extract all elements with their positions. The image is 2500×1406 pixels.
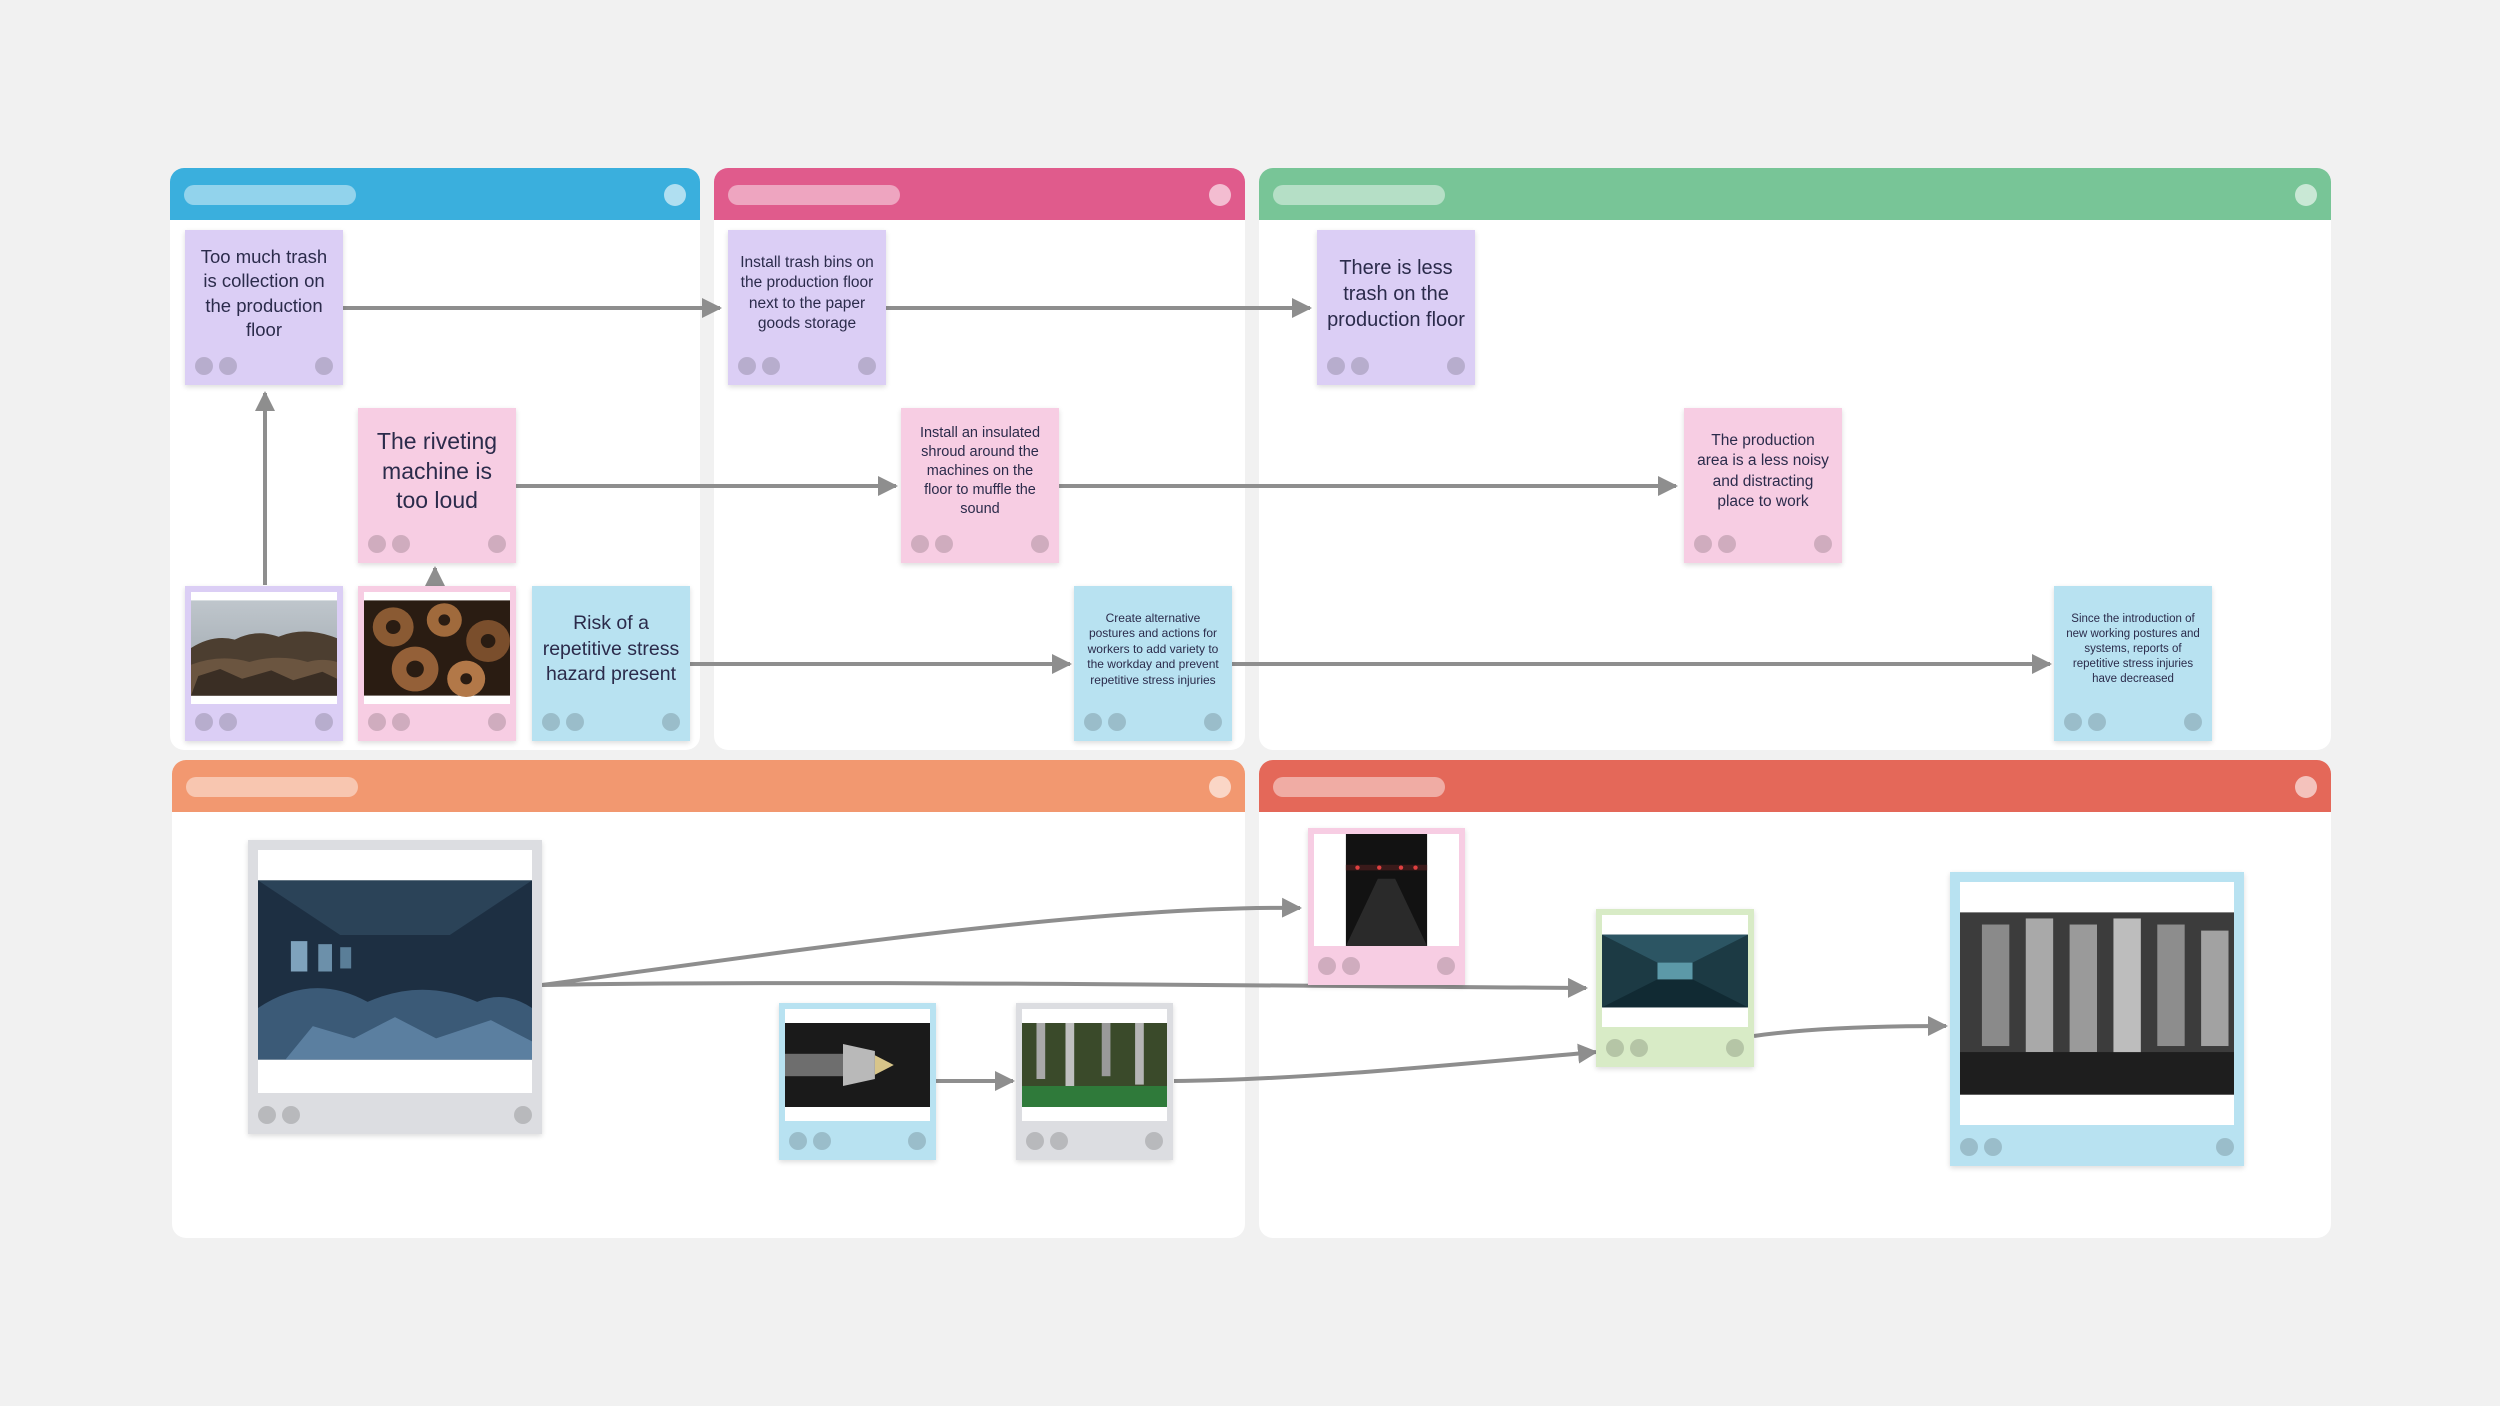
frame-title-placeholder: [186, 777, 358, 797]
note-reactions: [1084, 713, 1222, 731]
note-reactions: [368, 535, 506, 553]
note-text: Install an insulated shroud around the m…: [919, 425, 1041, 517]
ruined-room-photo: [258, 850, 532, 1093]
frame-title-placeholder: [184, 185, 356, 205]
note-text: Install trash bins on the production flo…: [740, 254, 874, 332]
card-reactions: [1318, 957, 1455, 975]
gears-photo: [364, 592, 510, 704]
note-text: The riveting machine is too loud: [376, 427, 498, 514]
frame-menu-icon[interactable]: [664, 184, 686, 206]
image-card-drill-bit[interactable]: [779, 1003, 936, 1160]
sticky-note-trash-problem[interactable]: Too much trash is collection on the prod…: [185, 230, 343, 385]
sticky-note-fewer-injuries-outcome[interactable]: Since the introduction of new working po…: [2054, 586, 2212, 741]
bottling-machine-photo: [1022, 1009, 1167, 1121]
image-card-ruined-room[interactable]: [248, 840, 542, 1134]
image-card-gears[interactable]: [358, 586, 516, 741]
card-reactions: [195, 713, 333, 731]
image-card-scrap-heap[interactable]: [185, 586, 343, 741]
frame-title-placeholder: [1273, 185, 1445, 205]
frame-header[interactable]: [1259, 760, 2331, 812]
card-reactions: [368, 713, 506, 731]
card-reactions: [1026, 1132, 1163, 1150]
frame-menu-icon[interactable]: [2295, 184, 2317, 206]
frame-header[interactable]: [714, 168, 1245, 220]
sticky-note-less-trash-outcome[interactable]: There is less trash on the production fl…: [1317, 230, 1475, 385]
dark-corridor-photo: [1314, 834, 1459, 946]
sticky-note-trash-bins-solution[interactable]: Install trash bins on the production flo…: [728, 230, 886, 385]
frame-title-placeholder: [728, 185, 900, 205]
note-reactions: [1327, 357, 1465, 375]
card-reactions: [1606, 1039, 1744, 1057]
note-reactions: [195, 357, 333, 375]
note-text: The production area is a less noisy and …: [1697, 432, 1829, 510]
card-reactions: [789, 1132, 926, 1150]
note-text: There is less trash on the production fl…: [1327, 256, 1465, 331]
note-text: Too much trash is collection on the prod…: [200, 246, 328, 340]
note-reactions: [738, 357, 876, 375]
frame-menu-icon[interactable]: [2295, 776, 2317, 798]
frame-header[interactable]: [172, 760, 1245, 812]
note-reactions: [1694, 535, 1832, 553]
sticky-note-less-noisy-outcome[interactable]: The production area is a less noisy and …: [1684, 408, 1842, 563]
frame-menu-icon[interactable]: [1209, 776, 1231, 798]
note-reactions: [2064, 713, 2202, 731]
image-card-engine[interactable]: [1950, 872, 2244, 1166]
note-text: Risk of a repetitive stress hazard prese…: [542, 612, 680, 686]
frame-title-placeholder: [1273, 777, 1445, 797]
sticky-note-shroud-solution[interactable]: Install an insulated shroud around the m…: [901, 408, 1059, 563]
drill-bit-photo: [785, 1009, 930, 1121]
frame-menu-icon[interactable]: [1209, 184, 1231, 206]
frame-header[interactable]: [170, 168, 700, 220]
sticky-note-riveting-problem[interactable]: The riveting machine is too loud: [358, 408, 516, 563]
note-reactions: [542, 713, 680, 731]
note-text: Since the introduction of new working po…: [2066, 613, 2200, 685]
image-card-bottling-machine[interactable]: [1016, 1003, 1173, 1160]
card-reactions: [258, 1106, 532, 1124]
image-card-dark-corridor[interactable]: [1308, 828, 1465, 985]
engine-photo: [1960, 882, 2234, 1125]
note-reactions: [911, 535, 1049, 553]
sticky-note-stress-problem[interactable]: Risk of a repetitive stress hazard prese…: [532, 586, 690, 741]
scrap-heap-photo: [191, 592, 337, 704]
tunnel-photo: [1602, 915, 1748, 1027]
note-text: Create alternative postures and actions …: [1087, 610, 1219, 687]
image-card-tunnel[interactable]: [1596, 909, 1754, 1067]
frame-header[interactable]: [1259, 168, 2331, 220]
sticky-note-postures-solution[interactable]: Create alternative postures and actions …: [1074, 586, 1232, 741]
card-reactions: [1960, 1138, 2234, 1156]
